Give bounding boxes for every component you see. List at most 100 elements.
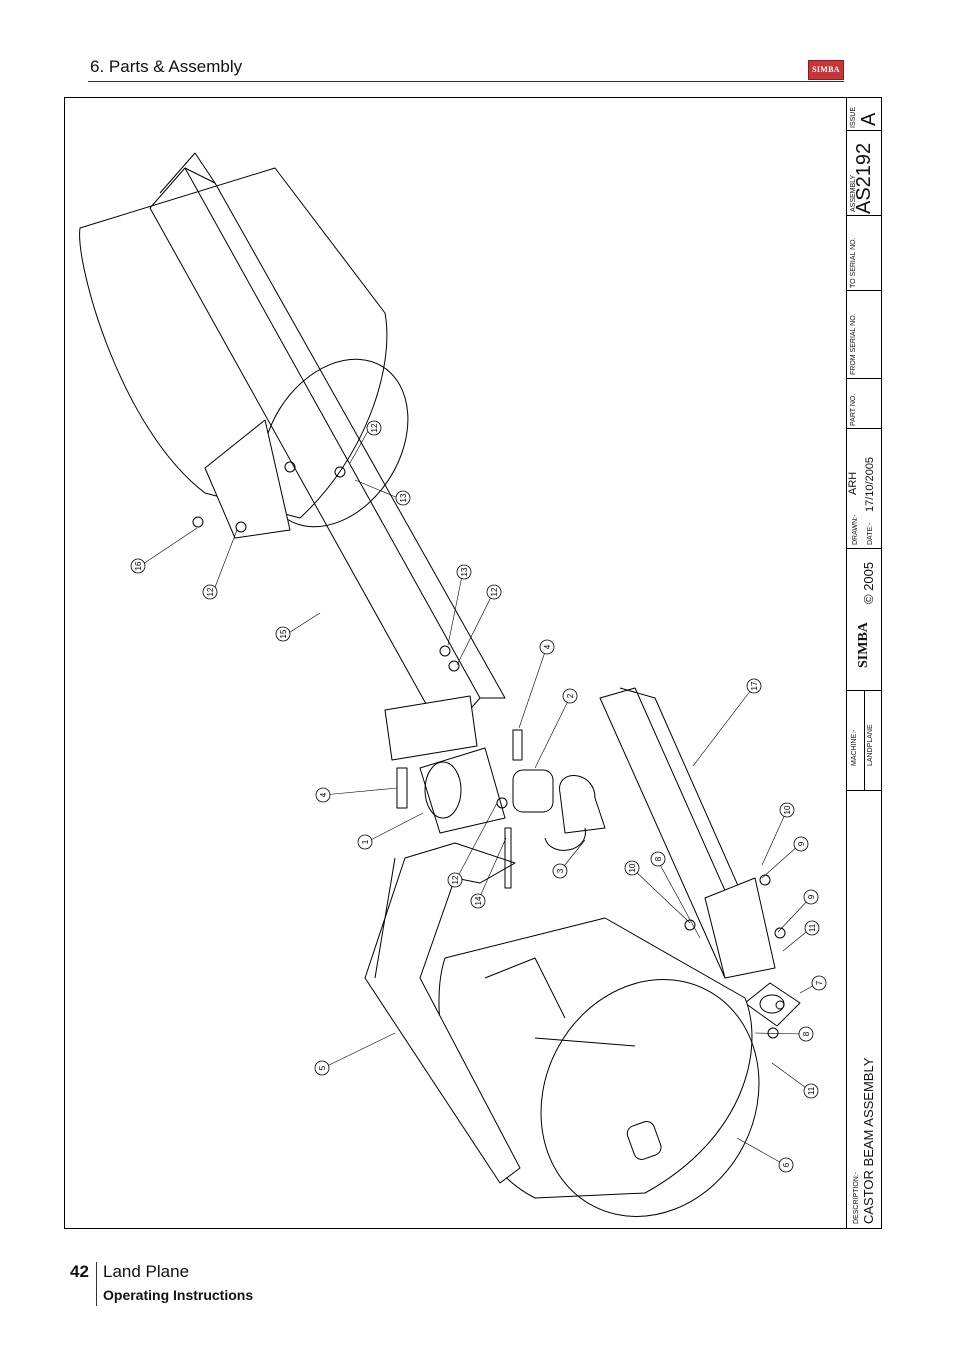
tb-rule <box>846 428 882 429</box>
title-block-subdivider <box>864 690 865 790</box>
callout-label: 13 <box>399 493 408 502</box>
drawn-value: ARH <box>847 471 859 495</box>
callout-bubble: 11 <box>804 920 820 936</box>
callout-bubble: 9 <box>803 889 819 905</box>
date-label: DATE:- <box>867 522 874 545</box>
callout-bubble: 13 <box>456 564 472 580</box>
pin <box>396 767 408 809</box>
callout-bubble: 8 <box>798 1026 814 1042</box>
beam-top <box>184 167 506 699</box>
callout-bubble: 12 <box>202 584 218 600</box>
long-bolt <box>504 827 512 889</box>
blade-frame <box>364 842 521 1184</box>
callout-bubble: 12 <box>447 872 463 888</box>
callout-label: 4 <box>543 644 552 649</box>
callout-label: 8 <box>654 856 663 861</box>
callout-bubble: 4 <box>315 787 331 803</box>
footer-subtitle: Operating Instructions <box>103 1287 254 1303</box>
callout-bubble: 10 <box>624 860 640 876</box>
simba-logo: SIMBA <box>808 60 844 80</box>
description-value: CASTOR BEAM ASSEMBLY <box>861 1057 876 1224</box>
callout-bubble: 2 <box>562 688 578 704</box>
issue-label: ISSUE <box>850 106 857 128</box>
callout-label: 7 <box>815 980 824 985</box>
callout-label: 8 <box>802 1031 811 1036</box>
washer <box>759 874 771 886</box>
machine-value: LANDPLANE <box>867 724 874 766</box>
callout-label: 12 <box>451 875 460 884</box>
blade-support <box>484 957 566 1019</box>
callout-bubble: 5 <box>314 1060 330 1076</box>
washer <box>334 466 346 478</box>
tb-rule <box>846 548 882 549</box>
callout-bubble: 8 <box>650 851 666 867</box>
callout-bubble: 10 <box>779 802 795 818</box>
washer <box>774 927 786 939</box>
callout-label: 11 <box>808 923 817 932</box>
from-serial-label: FROM SERIAL NO. <box>850 313 857 375</box>
nut <box>439 645 451 657</box>
section-title: 6. Parts & Assembly <box>90 57 243 76</box>
to-serial-label: TO SERIAL NO. <box>850 237 857 288</box>
drawing-frame <box>64 97 882 1229</box>
callout-label: 3 <box>556 868 565 873</box>
lower-roller-end <box>540 979 760 1217</box>
callout-bubble: 1 <box>357 834 373 850</box>
callout-label: 10 <box>628 863 637 872</box>
bolt-head <box>192 516 204 528</box>
callout-bubble: 15 <box>275 626 291 642</box>
callout-label: 9 <box>797 841 806 846</box>
callout-bubble: 4 <box>539 639 555 655</box>
pin <box>512 729 523 761</box>
tb-rule <box>846 790 882 791</box>
callout-bubble: 12 <box>366 420 382 436</box>
callout-label: 4 <box>319 792 328 797</box>
callout-label: 17 <box>750 681 759 690</box>
beam-end-plate <box>384 695 478 761</box>
callout-bubble: 3 <box>552 863 568 879</box>
tb-rule <box>846 130 882 131</box>
callout-bubble: 13 <box>395 490 411 506</box>
logo-text: SIMBA <box>812 65 840 74</box>
date-value: 17/10/2005 <box>864 456 876 512</box>
tb-rule <box>846 290 882 291</box>
callout-label: 16 <box>134 561 143 570</box>
callout-label: 15 <box>279 629 288 638</box>
pivot-tube <box>559 775 606 834</box>
title-block-divider <box>846 97 847 1229</box>
tb-rule <box>846 690 882 691</box>
half-clamp <box>544 827 586 851</box>
nut <box>775 1000 785 1010</box>
callout-label: 12 <box>206 587 215 596</box>
roller-shaft <box>626 1120 662 1160</box>
header-rule <box>88 81 844 82</box>
assembly-number: AS2192 <box>853 142 875 214</box>
simba-title-logo: SIMBA <box>856 622 871 668</box>
callout-bubble: 17 <box>746 678 762 694</box>
pivot-bush <box>424 761 462 819</box>
callout-label: 6 <box>782 1162 791 1167</box>
footer-title: Land Plane <box>103 1262 190 1281</box>
callout-label: 12 <box>370 423 379 432</box>
footer-divider <box>96 1262 97 1306</box>
callout-label: 9 <box>807 894 816 899</box>
callout-group: 12 13 16 12 15 13 12 4 2 17 4 1 12 3 14 … <box>130 420 827 1173</box>
mounting-plate <box>204 419 291 539</box>
bolt <box>284 461 296 473</box>
description-label: DESCRIPTION:- <box>853 1171 860 1224</box>
callout-bubble: 16 <box>130 558 146 574</box>
callout-label: 5 <box>318 1065 327 1070</box>
callout-label: 12 <box>490 587 499 596</box>
callout-label: 11 <box>807 1086 816 1095</box>
leader-lines <box>139 430 819 1166</box>
axle-plate <box>704 877 776 979</box>
callout-bubble: 7 <box>811 975 827 991</box>
washer <box>235 521 247 533</box>
spacer-bush <box>512 769 554 813</box>
callout-label: 14 <box>474 896 483 905</box>
drawn-label: DRAWN:- <box>852 514 859 545</box>
nut <box>684 919 696 931</box>
issue-value: A <box>858 112 880 126</box>
tb-rule <box>846 215 882 216</box>
exploded-parts-drawing: 12 13 16 12 15 13 12 4 2 17 4 1 12 3 14 … <box>79 152 827 1217</box>
